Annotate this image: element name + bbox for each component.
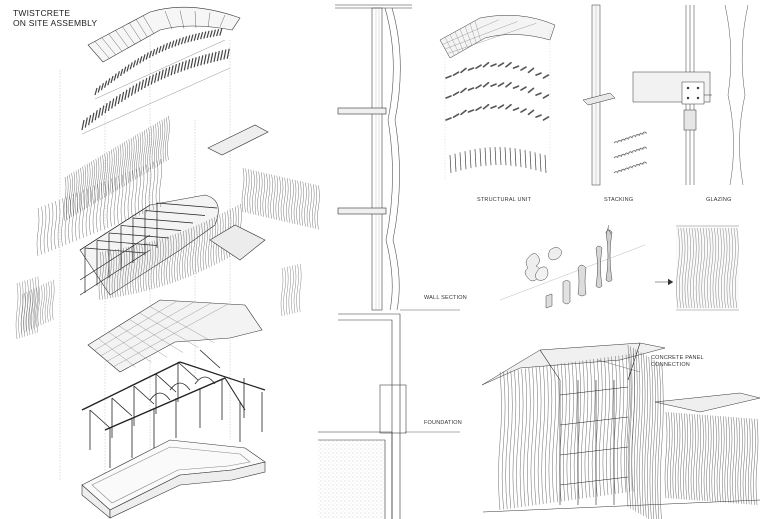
concrete-panel-label-line-2: CONNECTION bbox=[651, 362, 690, 368]
concrete-panel-label: CONCRETE PANEL CONNECTION bbox=[651, 355, 704, 369]
fin-layer bbox=[81, 28, 231, 135]
panel-evolution bbox=[499, 224, 739, 311]
main-structure bbox=[36, 115, 320, 301]
concrete-panel-label-line-1: CONCRETE PANEL bbox=[651, 355, 704, 361]
wall-section-label: WALL SECTION bbox=[424, 295, 467, 301]
sheet-title: TWISTCRETE ON SITE ASSEMBLY bbox=[13, 8, 97, 28]
stacking-diagram bbox=[582, 4, 648, 186]
glazing-diagram bbox=[632, 4, 749, 186]
stacking-label: STACKING bbox=[604, 197, 634, 203]
title-line-2: ON SITE ASSEMBLY bbox=[13, 18, 98, 28]
structural-unit-diagram bbox=[439, 14, 556, 180]
glazing-label: GLAZING bbox=[706, 197, 732, 203]
title-line-1: TWISTCRETE bbox=[13, 8, 71, 18]
foundation-label: FOUNDATION bbox=[424, 420, 462, 426]
wall-section bbox=[318, 4, 460, 519]
exploded-assembly bbox=[15, 6, 320, 519]
perspective-building bbox=[481, 342, 760, 519]
structural-unit-label: STRUCTURAL UNIT bbox=[477, 197, 532, 203]
roof-grid bbox=[87, 6, 241, 63]
